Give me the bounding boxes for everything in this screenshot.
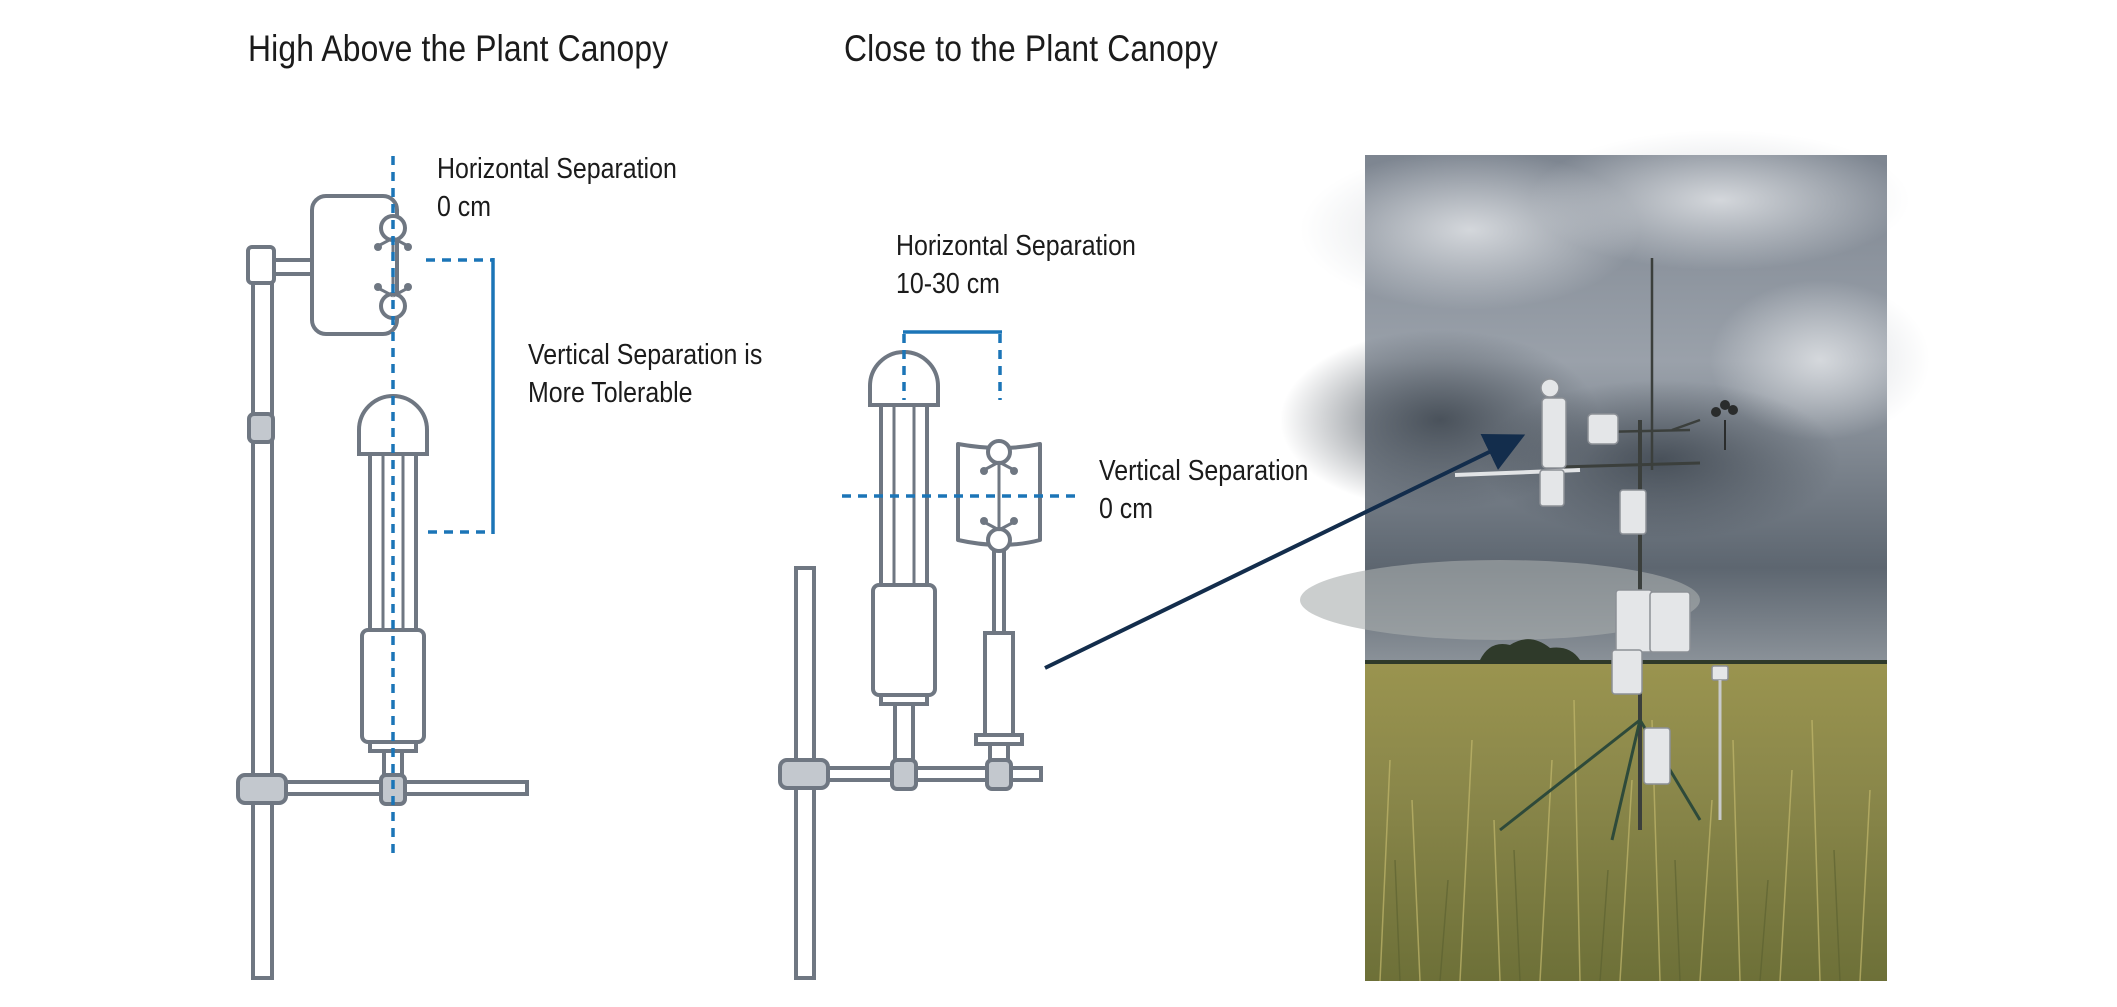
middle-upper-transducer: [986, 439, 1012, 465]
left-panel-title: High Above the Plant Canopy: [248, 28, 669, 69]
middle-analyzer-post: [893, 702, 915, 768]
middle-analyzer-tube: [879, 403, 929, 587]
middle-separation-guides: [842, 330, 1078, 498]
left-sonic-arm: [272, 258, 316, 276]
middle-panel-title: Close to the Plant Canopy: [844, 28, 1218, 69]
middle-sonic-stem: [992, 546, 1006, 636]
left-separation-guides: [391, 156, 495, 858]
middle-vertical-label-text: Vertical Separation: [1099, 455, 1309, 487]
middle-horizontal-separation-label: Horizontal Separation 10-30 cm: [896, 227, 1136, 303]
left-horizontal-separation-label: Horizontal Separation 0 cm: [437, 150, 677, 226]
middle-sonic-housing: [983, 631, 1015, 737]
middle-horizontal-label-text: Horizontal Separation: [896, 230, 1136, 262]
left-instrument-assembly: [236, 194, 529, 980]
middle-analyzer-dome: [868, 350, 940, 407]
middle-vertical-value-text: 0 cm: [1099, 493, 1154, 525]
left-mast-cap: [246, 245, 276, 285]
left-horizontal-value-text: 0 cm: [437, 191, 492, 223]
left-vertical-line2-text: More Tolerable: [528, 377, 693, 409]
left-crossarm-clamp: [236, 773, 288, 805]
left-vertical-separation-label: Vertical Separation is More Tolerable: [528, 336, 762, 412]
middle-analyzer-clamp: [890, 758, 918, 791]
left-vertical-mast: [251, 248, 274, 980]
left-sonic-anemometer-body: [310, 194, 399, 336]
middle-analyzer-housing: [871, 583, 937, 697]
pointer-arrow: [1044, 434, 1526, 670]
middle-vertical-separation-label: Vertical Separation 0 cm: [1099, 452, 1308, 528]
middle-sonic-transducers: [980, 439, 1018, 553]
middle-horizontal-value-text: 10-30 cm: [896, 268, 1000, 300]
left-horizontal-label-text: Horizontal Separation: [437, 153, 677, 185]
left-vertical-line1-text: Vertical Separation is: [528, 339, 763, 371]
flux-tower-photo: [1280, 130, 1930, 982]
middle-sonic-clamp: [985, 758, 1013, 791]
middle-crossarm-clamp: [778, 758, 830, 790]
middle-lower-transducer: [986, 527, 1012, 553]
left-mast-clamp: [247, 412, 275, 444]
left-analyzer-dome: [357, 394, 429, 456]
